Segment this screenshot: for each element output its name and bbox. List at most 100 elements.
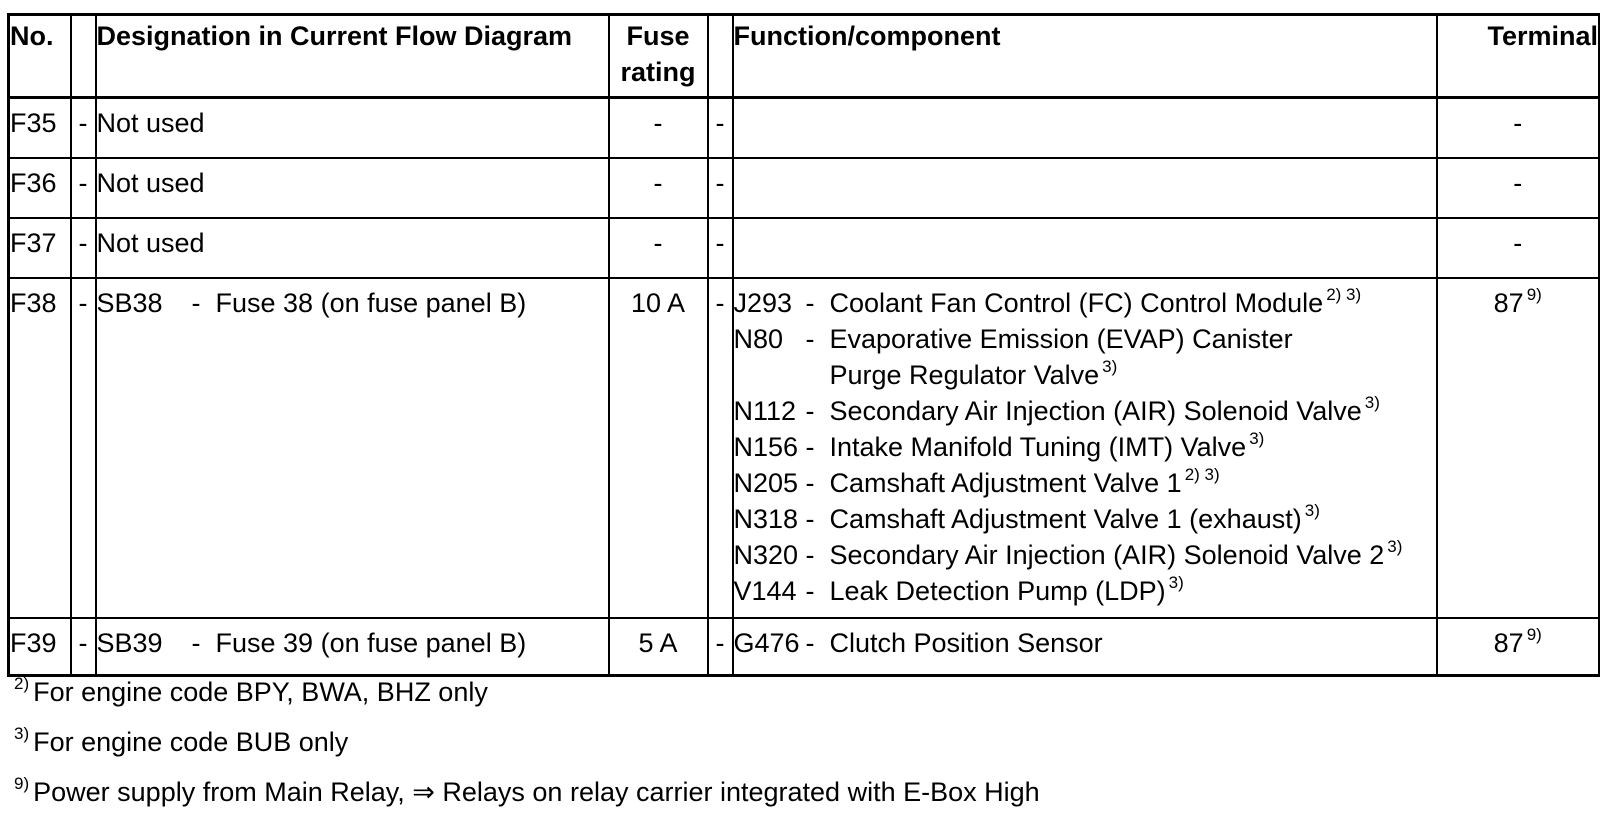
function-component: G476-Clutch Position Sensor xyxy=(731,617,1438,677)
header-no: No. xyxy=(7,13,72,99)
terminal-value: 87 xyxy=(1493,628,1524,658)
fuse-table: No. Designation in Current Flow Diagram … xyxy=(7,13,1600,677)
fuse-rating: 10 A xyxy=(607,277,709,619)
component-item: V144-Leak Detection Pump (LDP)3) xyxy=(734,573,1436,609)
footnote-ref: 9) xyxy=(1526,285,1542,304)
table-row: F36 - Not used - - - xyxy=(7,157,1600,219)
fuse-rating: - xyxy=(607,217,709,279)
header-designation: Designation in Current Flow Diagram xyxy=(94,13,610,99)
component-desc-text: Camshaft Adjustment Valve 1 xyxy=(829,468,1182,498)
component-code: N112 xyxy=(733,396,797,426)
dash: - xyxy=(706,96,734,159)
component-desc-text: Coolant Fan Control (FC) Control Module xyxy=(829,288,1324,318)
component-desc: Leak Detection Pump (LDP)3) xyxy=(830,573,1436,609)
footnote: 2)For engine code BPY, BWA, BHZ only xyxy=(14,667,1040,717)
header-terminal: Terminal xyxy=(1435,13,1600,99)
header-fuse-line1: Fuse xyxy=(626,21,690,51)
component-desc-text: Secondary Air Injection (AIR) Solenoid V… xyxy=(829,396,1362,426)
fuse-rating: - xyxy=(607,157,709,219)
component-code: N205 xyxy=(733,468,799,498)
footnote-ref: 3) xyxy=(1364,393,1380,412)
designation: SB38- Fuse 38 (on fuse panel B) xyxy=(94,277,610,619)
component-code: V144 xyxy=(733,576,797,606)
component-item: N318-Camshaft Adjustment Valve 1 (exhaus… xyxy=(734,501,1436,537)
component-desc: Clutch Position Sensor xyxy=(829,628,1103,658)
component-code: N318 xyxy=(733,504,799,534)
component-desc-text: Leak Detection Pump (LDP) xyxy=(829,576,1166,606)
designation-separator: - xyxy=(191,288,201,318)
fuse-rating: - xyxy=(607,96,709,159)
dash: - xyxy=(706,277,734,619)
designation-code: SB38 xyxy=(96,288,163,318)
footnote-ref: 3) xyxy=(1304,501,1320,520)
component-desc-text: Camshaft Adjustment Valve 1 (exhaust) xyxy=(829,504,1302,534)
terminal-value: 87 xyxy=(1493,288,1524,318)
header-function: Function/component xyxy=(731,13,1438,99)
footnote: 3)For engine code BUB only xyxy=(14,717,1040,767)
dash: - xyxy=(706,157,734,219)
footnote-ref: 9) xyxy=(1526,625,1542,644)
footnote-mark: 9) xyxy=(14,774,30,793)
fuse-number: F35 xyxy=(7,96,72,159)
component-desc: Secondary Air Injection (AIR) Solenoid V… xyxy=(830,393,1436,429)
dash: - xyxy=(706,617,734,677)
footnote-text: For engine code BUB only xyxy=(33,727,349,757)
terminal: - xyxy=(1435,96,1600,159)
table-header-row: No. Designation in Current Flow Diagram … xyxy=(7,13,1600,99)
component-desc: Camshaft Adjustment Valve 1 (exhaust)3) xyxy=(830,501,1436,537)
component-item: N80-Evaporative Emission (EVAP) Canister… xyxy=(734,321,1436,393)
terminal: - xyxy=(1435,157,1600,219)
footnotes: 2)For engine code BPY, BWA, BHZ only 3)F… xyxy=(14,667,1040,817)
component-separator: - xyxy=(805,396,815,426)
component-desc-text: Intake Manifold Tuning (IMT) Valve xyxy=(829,432,1247,462)
function-component xyxy=(731,96,1438,159)
footnote-ref: 2) 3) xyxy=(1326,285,1362,304)
component-item: N112-Secondary Air Injection (AIR) Solen… xyxy=(734,393,1436,429)
fuse-number: F39 xyxy=(7,617,72,677)
function-component xyxy=(731,157,1438,219)
component-desc: Secondary Air Injection (AIR) Solenoid V… xyxy=(830,537,1436,573)
header-spacer xyxy=(706,13,734,99)
designation: Not used xyxy=(94,96,610,159)
footnote-mark: 3) xyxy=(14,724,30,743)
table-row: F38 - SB38- Fuse 38 (on fuse panel B) 10… xyxy=(7,277,1600,619)
component-desc: Evaporative Emission (EVAP) Canister Pur… xyxy=(830,321,1370,393)
fuse-rating: 5 A xyxy=(607,617,709,677)
dash: - xyxy=(69,96,97,159)
component-code: N80 xyxy=(733,324,784,354)
designation: SB39- Fuse 39 (on fuse panel B) xyxy=(94,617,610,677)
footnote-ref: 3) xyxy=(1102,357,1118,376)
designation-code: SB39 xyxy=(96,628,163,658)
component-desc-text: Secondary Air Injection (AIR) Solenoid V… xyxy=(829,540,1385,570)
fuse-number: F38 xyxy=(7,277,72,619)
component-separator: - xyxy=(805,468,815,498)
dash: - xyxy=(69,617,97,677)
footnote-ref: 2) 3) xyxy=(1184,465,1220,484)
component-code: J293 xyxy=(733,288,793,318)
component-code: N156 xyxy=(733,432,799,462)
component-separator: - xyxy=(805,432,815,462)
component-code: N320 xyxy=(733,540,799,570)
component-item: J293-Coolant Fan Control (FC) Control Mo… xyxy=(734,285,1436,321)
component-desc-text: Evaporative Emission (EVAP) Canister Pur… xyxy=(829,324,1293,390)
component-separator: - xyxy=(805,288,815,318)
component-separator: - xyxy=(805,324,815,354)
component-separator: - xyxy=(805,628,815,658)
function-component xyxy=(731,217,1438,279)
footnote-mark: 2) xyxy=(14,674,30,693)
terminal: - xyxy=(1435,217,1600,279)
component-separator: - xyxy=(805,576,815,606)
component-code: G476 xyxy=(733,628,800,658)
designation-text: Fuse 39 (on fuse panel B) xyxy=(215,628,527,658)
footnote: 9)Power supply from Main Relay, ⇒ Relays… xyxy=(14,767,1040,817)
dash: - xyxy=(69,157,97,219)
designation-text: Fuse 38 (on fuse panel B) xyxy=(215,288,527,318)
footnote-ref: 3) xyxy=(1387,537,1403,556)
component-item: N320-Secondary Air Injection (AIR) Solen… xyxy=(734,537,1436,573)
